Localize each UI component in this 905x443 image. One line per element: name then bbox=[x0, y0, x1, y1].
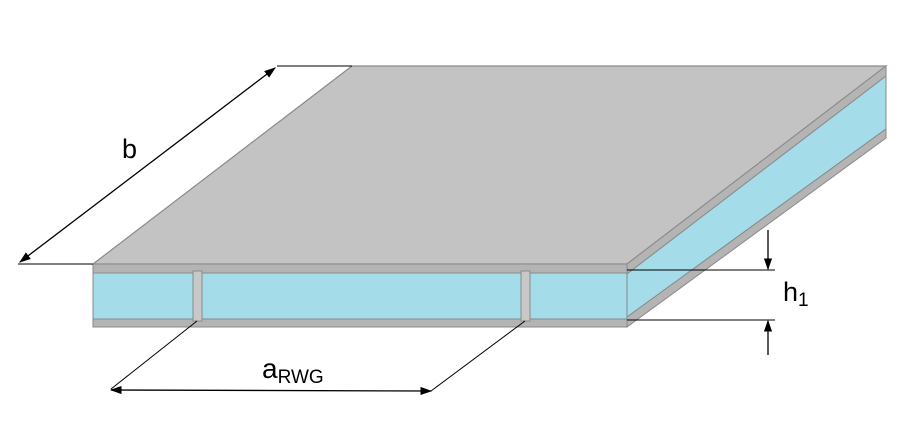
dimension-a-arrow bbox=[109, 385, 433, 396]
front-upper-plate bbox=[92, 263, 628, 274]
label-h-subscript: 1 bbox=[798, 290, 809, 311]
wall-left bbox=[192, 270, 203, 322]
front-lower-plate bbox=[92, 318, 628, 328]
front-dielectric bbox=[92, 272, 628, 320]
label-a-rwg: aRWG bbox=[262, 353, 324, 388]
dimension-a-extension-right bbox=[430, 320, 526, 392]
dimension-b-arrow bbox=[19, 67, 276, 263]
label-a-main: a bbox=[262, 353, 278, 384]
label-a-subscript: RWG bbox=[278, 367, 324, 388]
label-h1: h1 bbox=[783, 277, 809, 311]
label-h-main: h bbox=[783, 277, 798, 307]
label-b: b bbox=[122, 134, 137, 164]
dimension-a-extension-left bbox=[110, 320, 198, 390]
wall-right bbox=[520, 270, 531, 322]
